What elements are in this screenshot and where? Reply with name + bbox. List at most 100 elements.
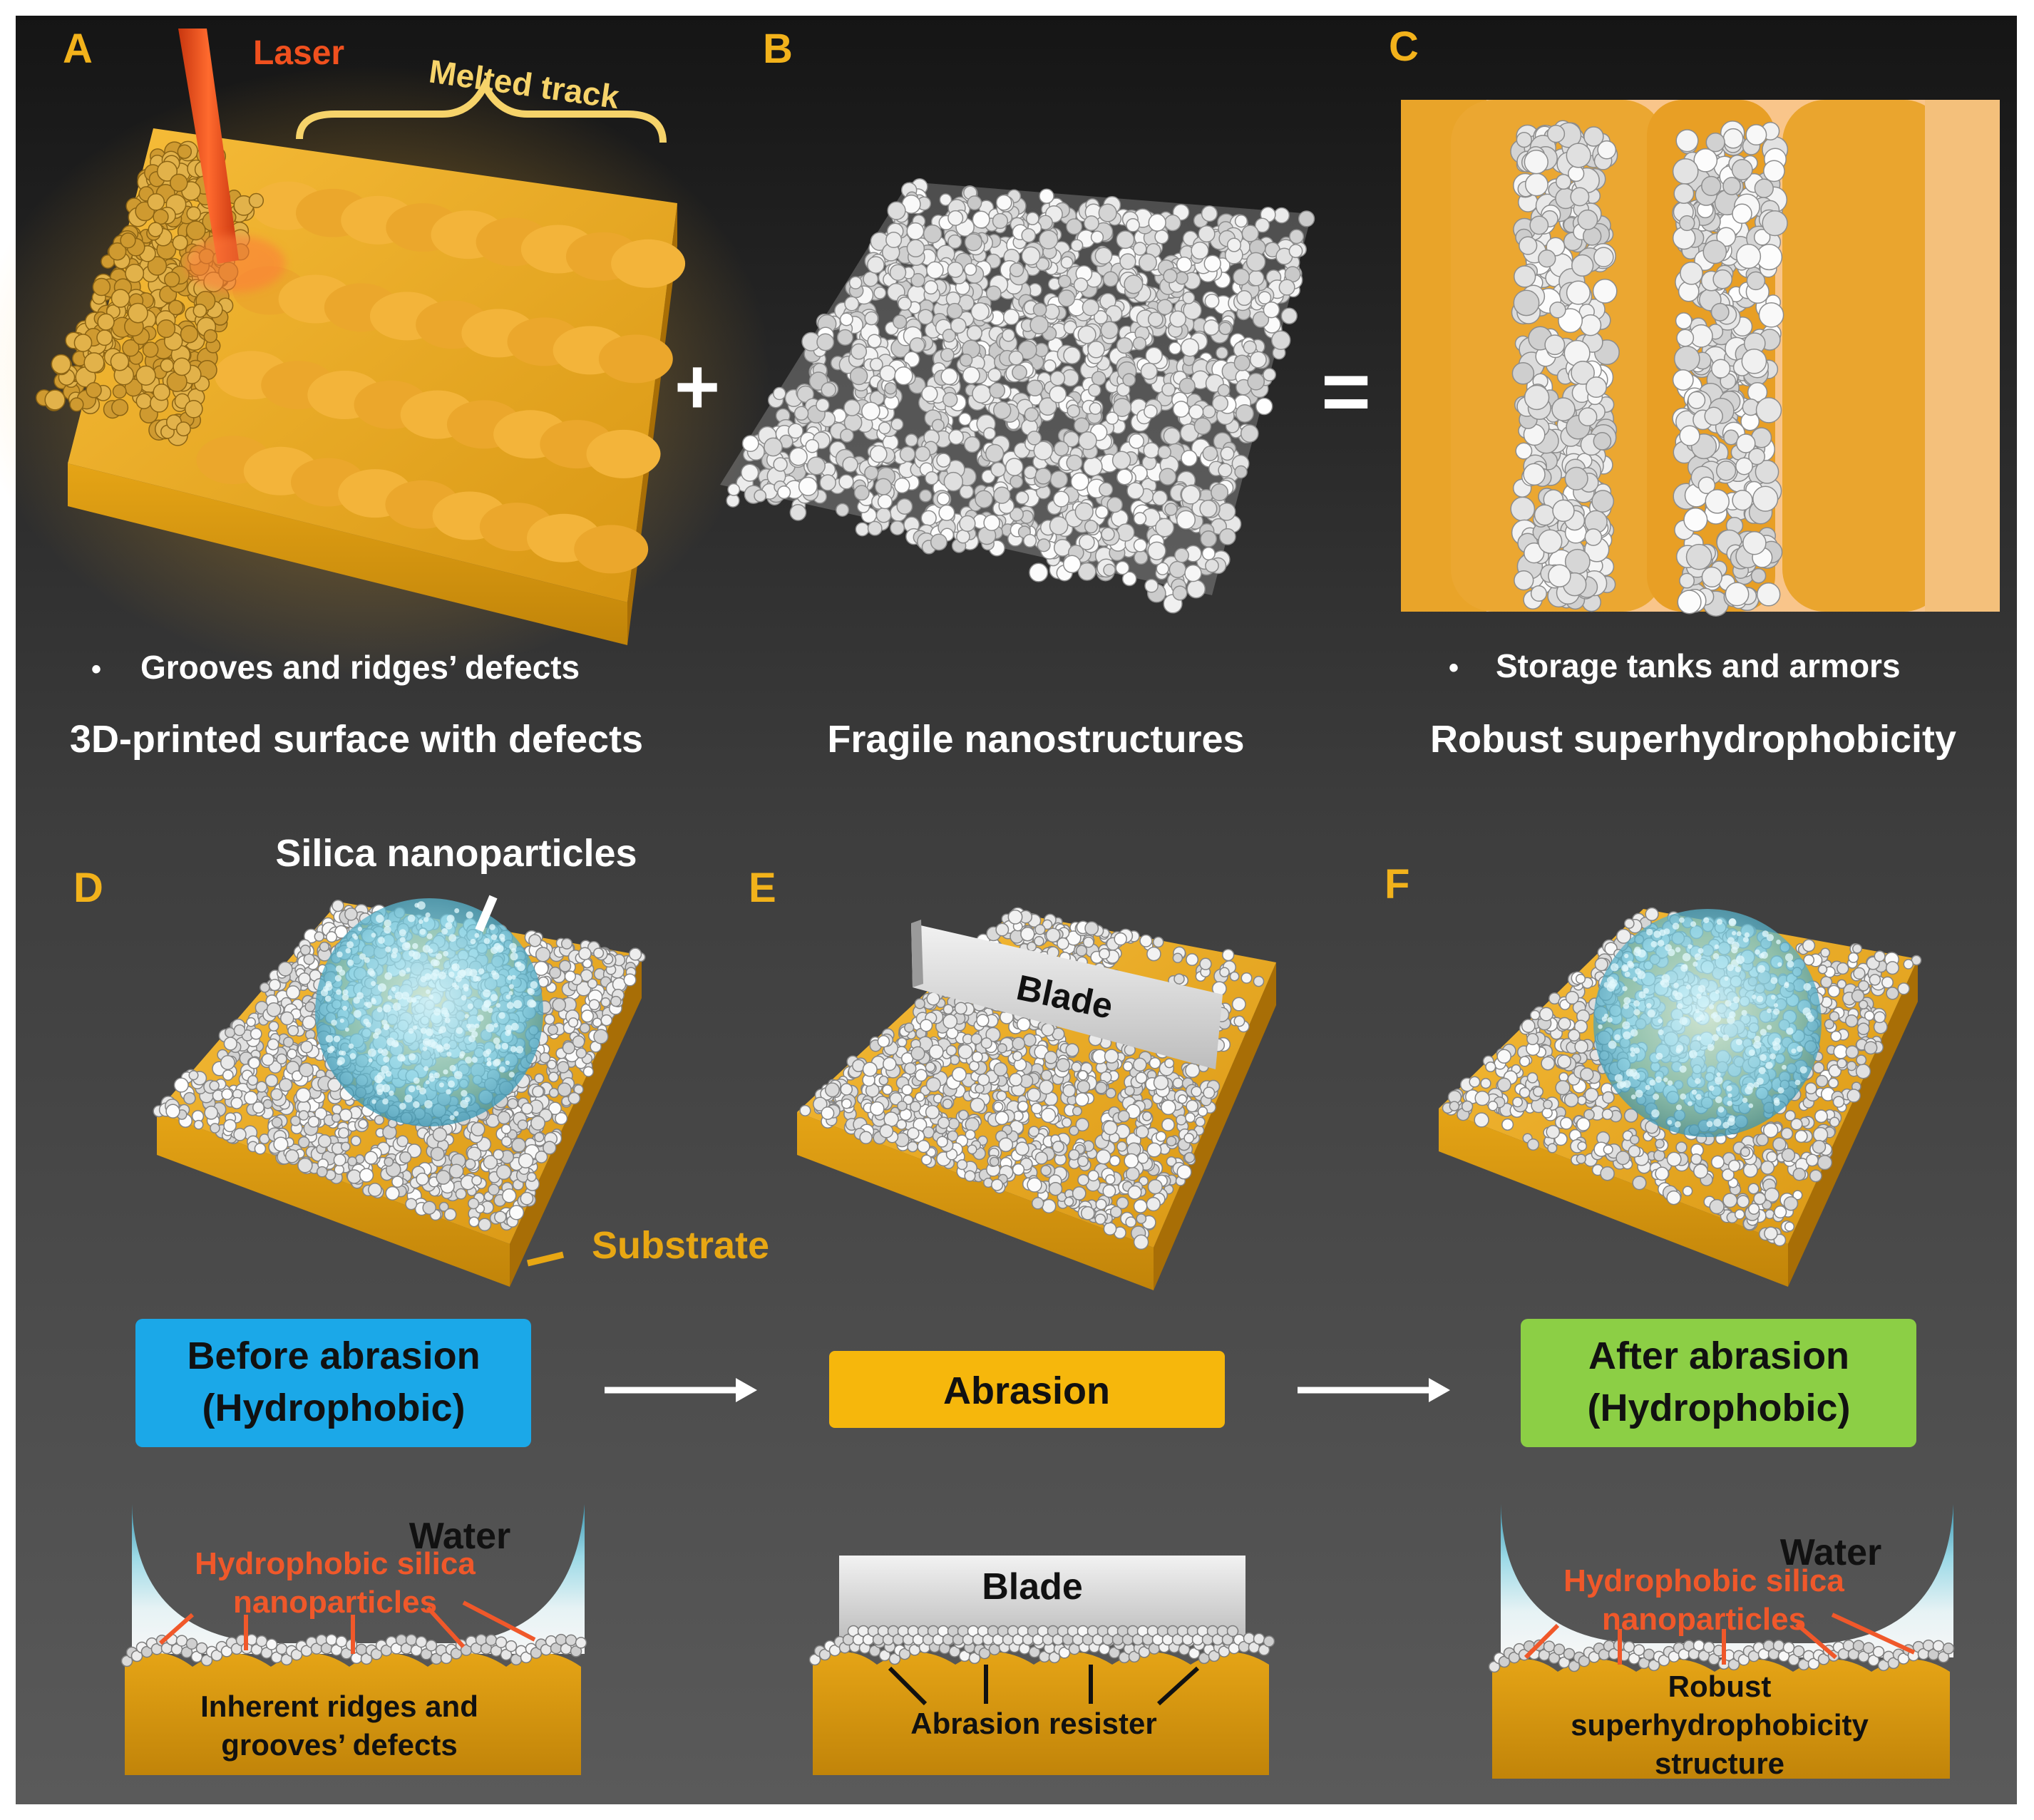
nanoparticle — [1049, 370, 1066, 386]
droplet-dot — [399, 1103, 406, 1110]
nanoparticle — [863, 271, 879, 287]
coating-particle — [334, 1164, 344, 1176]
coating-particle — [495, 1164, 512, 1181]
nanoparticle — [1111, 451, 1131, 470]
nanoparticle — [836, 329, 853, 346]
droplet-dot — [530, 981, 538, 989]
nanoparticle — [798, 476, 818, 496]
nanoparticle — [861, 401, 880, 421]
groove-particle — [1566, 280, 1591, 305]
groove-particle — [1701, 175, 1722, 197]
coating-particle — [1161, 1118, 1175, 1132]
nanoparticle — [1144, 578, 1159, 593]
droplet-dot — [490, 994, 498, 1002]
nanoparticle — [1012, 364, 1027, 381]
nanoparticle — [950, 317, 967, 334]
ridge-bump — [598, 334, 673, 384]
nanoparticle — [1248, 269, 1265, 287]
caption-c: Robust superhydrophobicity — [1430, 718, 1956, 761]
powder-particle — [147, 192, 165, 211]
nanoparticle — [1236, 404, 1254, 423]
droplet-dot — [425, 912, 431, 918]
groove-particle — [1524, 150, 1548, 175]
nanoparticle — [940, 367, 958, 386]
nanoparticle — [1191, 241, 1209, 260]
groove-particle — [1750, 567, 1767, 584]
coating-particle — [271, 1116, 283, 1128]
nanoparticle — [1023, 533, 1037, 548]
coating-particle — [548, 1087, 559, 1099]
groove-particle — [1586, 376, 1607, 399]
nanoparticle — [1156, 562, 1169, 575]
nanoparticle — [1240, 424, 1259, 443]
nanoparticle — [956, 529, 970, 544]
groove-particle — [1529, 215, 1549, 235]
coating-particle — [248, 1056, 260, 1069]
coating-particle — [1241, 972, 1253, 984]
droplet-dot — [438, 1029, 443, 1034]
coating-particle — [333, 1153, 346, 1167]
groove-particle — [1675, 312, 1693, 329]
droplet-dot — [492, 972, 500, 980]
droplet-dot — [464, 967, 473, 977]
plus-operator: + — [674, 343, 720, 431]
droplet-dot — [406, 997, 414, 1003]
powder-particle — [97, 313, 115, 331]
coating-particle — [384, 1156, 394, 1167]
nanoparticle — [1217, 502, 1236, 521]
nanoparticle — [963, 436, 981, 453]
nanoparticle — [899, 446, 916, 463]
droplet-dot — [510, 1022, 519, 1031]
coating-particle — [1186, 953, 1199, 967]
droplet-dot — [399, 937, 406, 943]
droplet-dot — [460, 1099, 468, 1109]
droplet-dot — [347, 959, 354, 966]
droplet-dot — [493, 942, 501, 950]
nanoparticle — [1023, 466, 1037, 480]
nanoparticle — [1122, 373, 1136, 387]
nanoparticle — [925, 471, 939, 485]
powder-particle — [186, 206, 201, 221]
groove-particle — [1524, 384, 1550, 411]
coating-particle — [225, 1027, 236, 1038]
nanoparticle — [777, 485, 791, 500]
coating-particle — [559, 960, 572, 972]
nanoparticle — [773, 386, 786, 401]
powder-particle — [128, 302, 148, 324]
coating-particle — [209, 1080, 220, 1091]
powder-particle — [110, 351, 130, 371]
groove-particle — [1515, 442, 1533, 460]
coating-particle — [468, 1198, 480, 1210]
coating-particle — [233, 1024, 246, 1037]
droplet-dot — [428, 994, 433, 999]
powder-particle — [96, 329, 113, 346]
nanoparticle — [926, 261, 944, 279]
coating-particle — [396, 1135, 409, 1148]
coating-particle — [526, 1172, 537, 1182]
coating-particle — [535, 1150, 548, 1163]
powder-particle — [83, 352, 105, 374]
powder-particle — [168, 299, 184, 316]
nanoparticle — [1234, 465, 1248, 479]
nanoparticle — [995, 194, 1012, 211]
coating-particle — [520, 1191, 534, 1205]
bullet-text-a: Grooves and ridges’ defects — [140, 649, 580, 686]
droplet-dot — [368, 1058, 373, 1063]
nanoparticle — [1203, 255, 1221, 272]
droplet-dot — [371, 932, 376, 938]
bullet-a: • — [91, 654, 101, 685]
powder-particle — [156, 160, 178, 182]
nanoparticle — [806, 456, 826, 475]
droplet-dot — [495, 1044, 501, 1050]
powder-particle — [148, 222, 163, 237]
coating-particle — [314, 931, 324, 942]
coating-particle — [299, 1062, 314, 1078]
coating-particle — [299, 945, 311, 956]
coating-particle — [270, 1088, 283, 1101]
coating-particle — [518, 1153, 534, 1168]
nanoparticle — [1202, 446, 1218, 461]
droplet-dot — [369, 970, 376, 977]
nanoparticle — [867, 520, 883, 536]
droplet-dot — [391, 952, 397, 959]
powder-particle — [44, 389, 66, 411]
